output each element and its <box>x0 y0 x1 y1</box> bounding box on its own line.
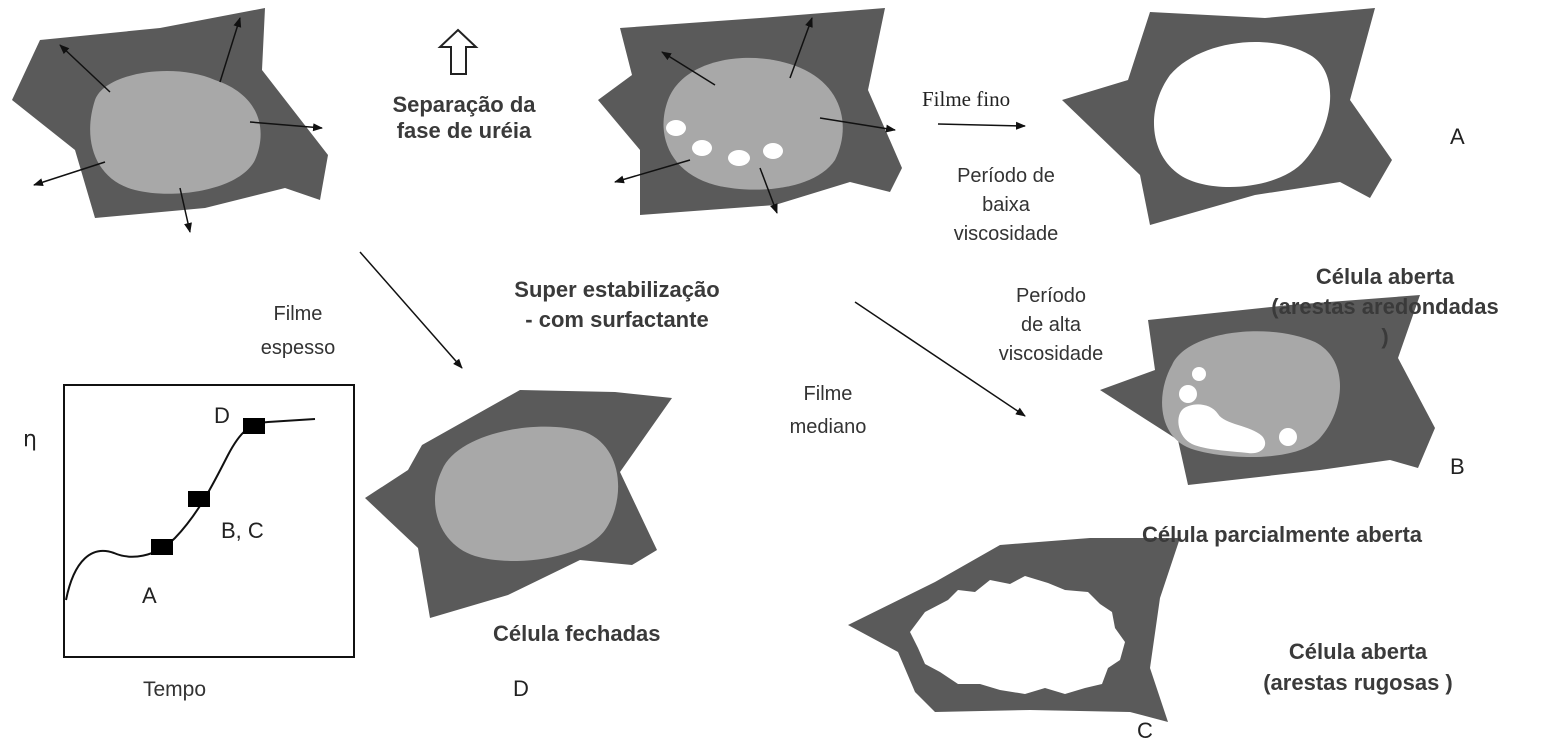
arrow-medium-film <box>854 301 1026 417</box>
label-letter-d: D <box>513 676 529 701</box>
graph-x-label: Tempo <box>143 678 207 701</box>
label-phase-separation: Separação da fase de uréia <box>392 92 536 143</box>
label-letter-c: C <box>1137 718 1153 743</box>
cell-closed <box>365 390 672 618</box>
label-high-viscosity: Período de alta viscosidade <box>998 285 1104 365</box>
urea-droplet <box>666 120 686 136</box>
graph-point-a <box>151 539 173 555</box>
cell-open-rough <box>848 538 1180 722</box>
void-patch <box>1178 404 1266 454</box>
urea-droplet <box>763 143 783 159</box>
viscosity-curve <box>65 418 316 601</box>
label-low-viscosity: Período de baixa viscosidade <box>953 165 1059 245</box>
arrow-thick-film <box>359 251 463 369</box>
arrow-thin-film <box>937 121 1026 130</box>
void-bubble <box>1192 367 1206 381</box>
cell-open-rounded <box>1062 8 1392 225</box>
hollow-up-arrow <box>437 28 479 75</box>
cell-closed-interior <box>434 426 619 561</box>
void-bubble <box>1279 428 1297 446</box>
graph-point-d <box>243 418 265 434</box>
open-voids <box>1178 367 1297 454</box>
label-medium-film: Filme mediano <box>789 383 867 438</box>
urea-droplet <box>692 140 712 156</box>
viscosity-graph <box>63 384 355 658</box>
label-thin-film: Filme fino <box>922 87 1011 111</box>
cell-phase-separated-arrows <box>614 17 896 214</box>
label-open-cell-rough: Célula aberta (arestas rugosas ) <box>1263 639 1453 695</box>
label-super-stabilization: Super estabilização - com surfactante <box>514 277 720 332</box>
label-letter-b: B <box>1450 454 1465 479</box>
label-letter-a: A <box>1450 124 1465 149</box>
cell-phase-separated <box>598 8 902 215</box>
cell-partially-open <box>1100 295 1435 485</box>
graph-frame <box>63 384 355 658</box>
label-closed-cells: Célula fechadas <box>493 621 661 646</box>
cell-open-rough-void <box>910 576 1125 694</box>
urea-droplets <box>666 120 783 166</box>
cell-open-rounded-void <box>1153 41 1331 188</box>
label-partially-open-cell: Célula parcialmente aberta <box>1142 522 1423 547</box>
graph-point-label-d: D <box>214 403 230 428</box>
graph-y-label: η <box>23 427 37 452</box>
void-bubble <box>1179 385 1197 403</box>
urea-droplet <box>728 150 750 166</box>
label-thick-film: Filme espesso <box>260 303 336 359</box>
cell-phase-separated-interior <box>663 57 843 190</box>
graph-point-bc <box>188 491 210 507</box>
graph-point-label-bc: B, C <box>221 518 264 543</box>
cell-initial <box>12 8 328 233</box>
label-open-cell-rounded: Célula aberta (arestas aredondadas ) <box>1271 264 1499 349</box>
graph-point-label-a: A <box>142 583 157 608</box>
cell-initial-arrows <box>33 17 323 233</box>
cell-initial-interior <box>90 70 261 194</box>
